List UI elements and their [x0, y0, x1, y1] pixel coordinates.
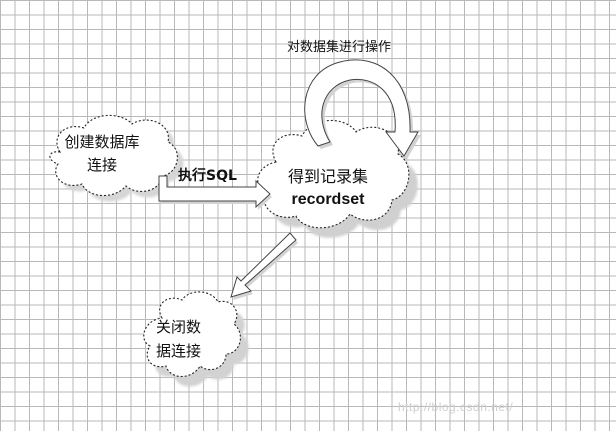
node-create-db-line2: 连接: [86, 156, 117, 174]
cloud-create-db: [49, 114, 184, 202]
node-create-db-label: 创建数据库 连接: [42, 131, 162, 177]
cloud-close-db-body: [143, 291, 241, 378]
cloud-recordset: [257, 119, 418, 238]
edge-operate-label: 对数据集进行操作: [287, 40, 392, 55]
arrow-execute-sql: [158, 175, 272, 210]
edge-execute-sql-label: 执行SQL: [178, 168, 237, 184]
arrow-loop-operate: [304, 59, 421, 159]
node-close-db-line2: 据连接: [156, 342, 202, 360]
cloud-close-db: [143, 291, 249, 387]
node-recordset-line2: recordset: [291, 191, 365, 208]
watermark: http://blog.csdn.net/: [398, 400, 514, 414]
arrow-to-close: [230, 232, 298, 300]
node-recordset-line1: 得到记录集: [287, 167, 368, 186]
node-close-db-label: 关闭数 据连接: [156, 315, 226, 363]
node-create-db-line1: 创建数据库: [64, 133, 140, 151]
node-close-db-line1: 关闭数: [156, 318, 202, 336]
node-recordset-label: 得到记录集 recordset: [270, 165, 386, 211]
